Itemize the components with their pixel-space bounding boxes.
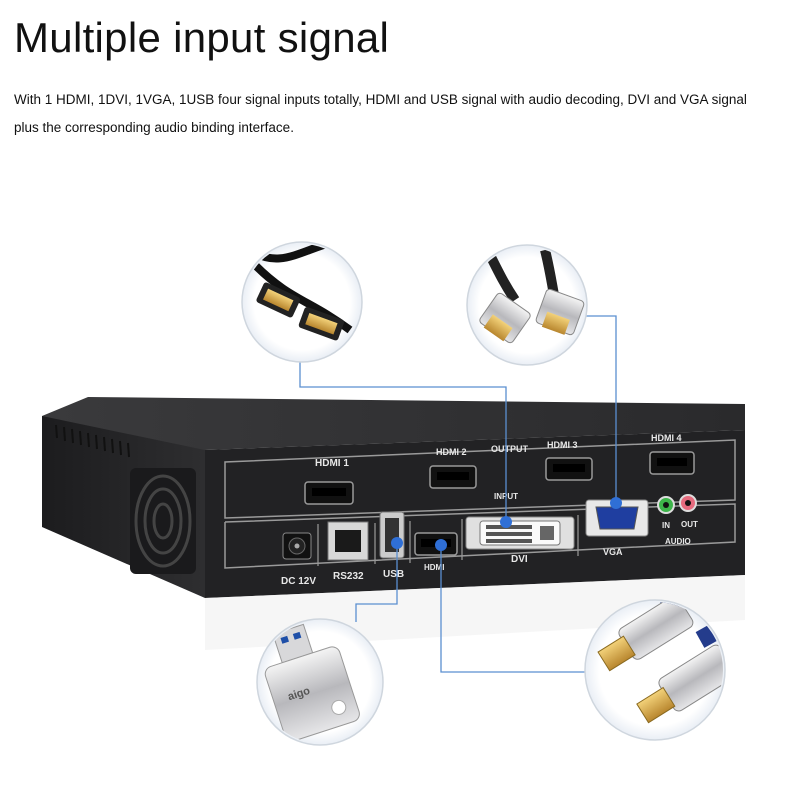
- dvi-label: DVI: [511, 554, 528, 565]
- hdmi-output-port: [304, 481, 354, 505]
- usb-label: USB: [383, 569, 404, 580]
- vga-label: VGA: [603, 547, 623, 557]
- hdmi-output-4-label: HDMI 4: [651, 433, 682, 443]
- output-group-label: OUTPUT: [491, 444, 529, 454]
- dc-power-label: DC 12V: [281, 576, 316, 587]
- audio-out-label: OUT: [681, 520, 698, 529]
- callout-markers: [391, 497, 622, 551]
- audio-label: AUDIO: [665, 537, 691, 546]
- hdmi-output-2-label: HDMI 2: [436, 447, 467, 457]
- hdmi-output-port: [429, 465, 477, 489]
- hdmi-output-1-label: HDMI 1: [315, 458, 349, 469]
- audio-in-jack: [657, 496, 675, 514]
- usb-flash-drive-icon: aigo: [256, 618, 384, 746]
- audio-out-jack: [679, 494, 697, 512]
- cooling-fan: [130, 468, 196, 574]
- description-text: With 1 HDMI, 1DVI, 1VGA, 1USB four signa…: [14, 92, 747, 135]
- hdmi-input-label: HDMI: [424, 563, 444, 572]
- dvi-cable-icon: [241, 241, 363, 363]
- vga-port: [585, 499, 649, 537]
- callout-lines: [299, 315, 617, 673]
- hdmi-output-3-label: HDMI 3: [547, 440, 578, 450]
- hdmi-output-port: [649, 451, 695, 475]
- video-processor-device: HDMI 1 HDMI 2 OUTPUT HDMI 3 HDMI 4 INPUT…: [42, 397, 745, 650]
- vga-cable-icon: [466, 244, 588, 366]
- side-vent: [55, 424, 130, 458]
- dc-power-jack: [282, 532, 312, 560]
- hdmi-cable-icon: [584, 599, 726, 741]
- dvi-port: [465, 516, 575, 550]
- page-title: Multiple input signal: [14, 14, 390, 61]
- rs232-label: RS232: [333, 571, 364, 582]
- usb-port: [379, 511, 405, 559]
- rs232-port: [327, 521, 369, 561]
- audio-in-label: IN: [662, 521, 670, 530]
- hdmi-output-port: [545, 457, 593, 481]
